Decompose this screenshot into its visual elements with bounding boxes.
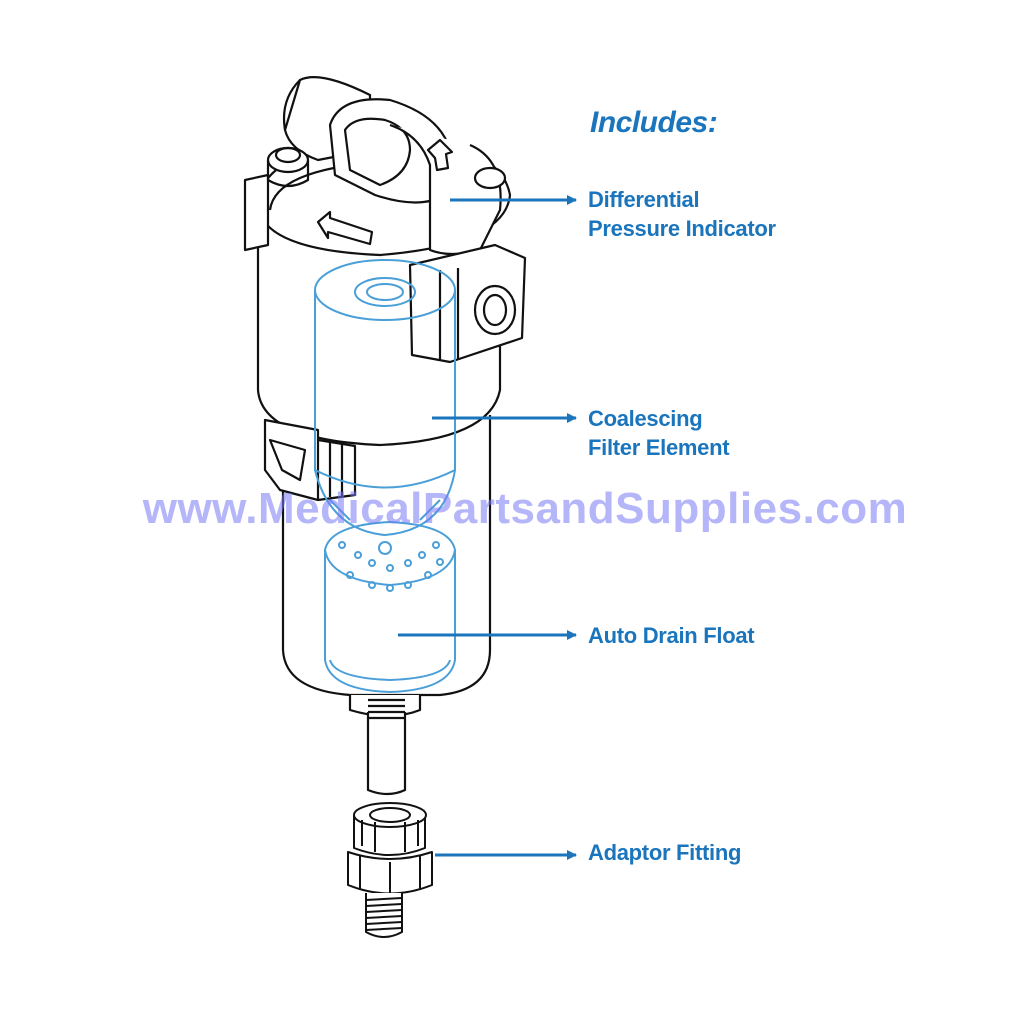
callout-line: Adaptor Fitting: [588, 840, 742, 865]
filter-element-part: [314, 259, 456, 537]
auto-drain-float-part: [324, 520, 456, 694]
callout-line: Pressure Indicator: [588, 216, 776, 241]
callout-coalescing-filter-element: Coalescing Filter Element: [588, 404, 730, 462]
adaptor-fitting-part: [347, 802, 433, 938]
callout-auto-drain-float: Auto Drain Float: [588, 621, 755, 650]
callout-line: Differential: [588, 187, 700, 212]
includes-heading: Includes:: [590, 106, 718, 139]
filter-housing: [243, 76, 527, 796]
callout-differential-pressure-indicator: Differential Pressure Indicator: [588, 185, 776, 243]
callout-arrows: [398, 195, 577, 860]
callout-line: Auto Drain Float: [588, 623, 755, 648]
callout-adaptor-fitting: Adaptor Fitting: [588, 838, 741, 867]
callout-line: Filter Element: [588, 435, 730, 460]
callout-line: Coalescing: [588, 406, 703, 431]
